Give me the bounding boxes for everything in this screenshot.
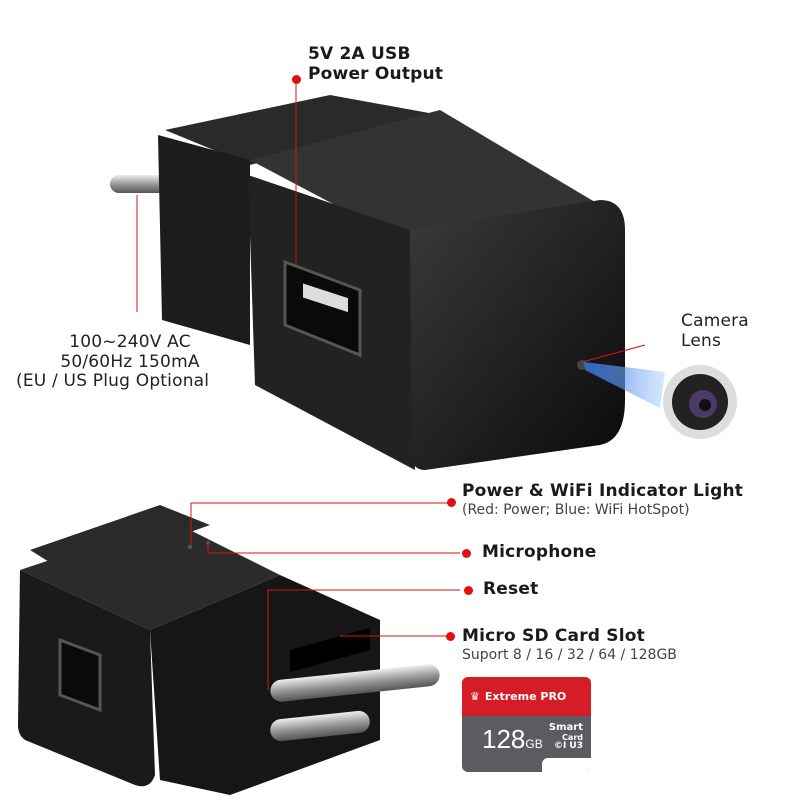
sd-capacity: 128: [482, 724, 526, 754]
leader-lines: [136, 80, 646, 690]
ac-input-label: 100~240V AC 50/60Hz 150mA (EU / US Plug …: [16, 332, 244, 392]
sd-slot-label: Micro SD Card Slot Suport 8 / 16 / 32 / …: [462, 626, 677, 663]
usb-output-marker: [292, 75, 301, 84]
indicator-label: Power & WiFi Indicator Light (Red: Power…: [462, 481, 744, 518]
usb-output-line2: Power Output: [308, 63, 444, 84]
reset-marker: [464, 586, 473, 595]
microphone-marker: [462, 549, 471, 558]
top-charger: [110, 95, 737, 470]
indicator-title: Power & WiFi Indicator Light: [462, 481, 744, 501]
bottom-charger: [18, 505, 440, 795]
microphone-label: Microphone: [482, 542, 597, 562]
sd-slot-title: Micro SD Card Slot: [462, 626, 645, 646]
sd-brand: Extreme PRO: [484, 690, 567, 703]
sd-type-2: Card: [562, 732, 583, 742]
camera-line1: Camera: [681, 311, 749, 331]
camera-line2: Lens: [681, 330, 722, 351]
camera-lens-label: Camera Lens: [681, 311, 749, 351]
ac-input-line1: 100~240V AC: [69, 332, 191, 352]
indicator-marker: [447, 498, 456, 507]
sd-slot-subtitle: Suport 8 / 16 / 32 / 64 / 128GB: [462, 646, 677, 663]
sd-unit: GB: [525, 737, 543, 751]
crown-logo-icon: ♛: [470, 690, 480, 703]
indicator-subtitle: (Red: Power; Blue: WiFi HotSpot): [462, 501, 690, 518]
ac-input-line3: (EU / US Plug Optional: [16, 371, 210, 392]
reset-label: Reset: [483, 579, 539, 599]
usb-output-label: 5V 2A USB Power Output: [308, 44, 444, 84]
usb-output-line1: 5V 2A USB: [308, 44, 411, 64]
sd-slot-marker: [446, 632, 455, 641]
ac-input-line2: 50/60Hz 150mA: [60, 351, 200, 372]
sd-class-marks: ©I U3: [553, 740, 583, 751]
sd-type-1: Smart: [548, 722, 583, 733]
